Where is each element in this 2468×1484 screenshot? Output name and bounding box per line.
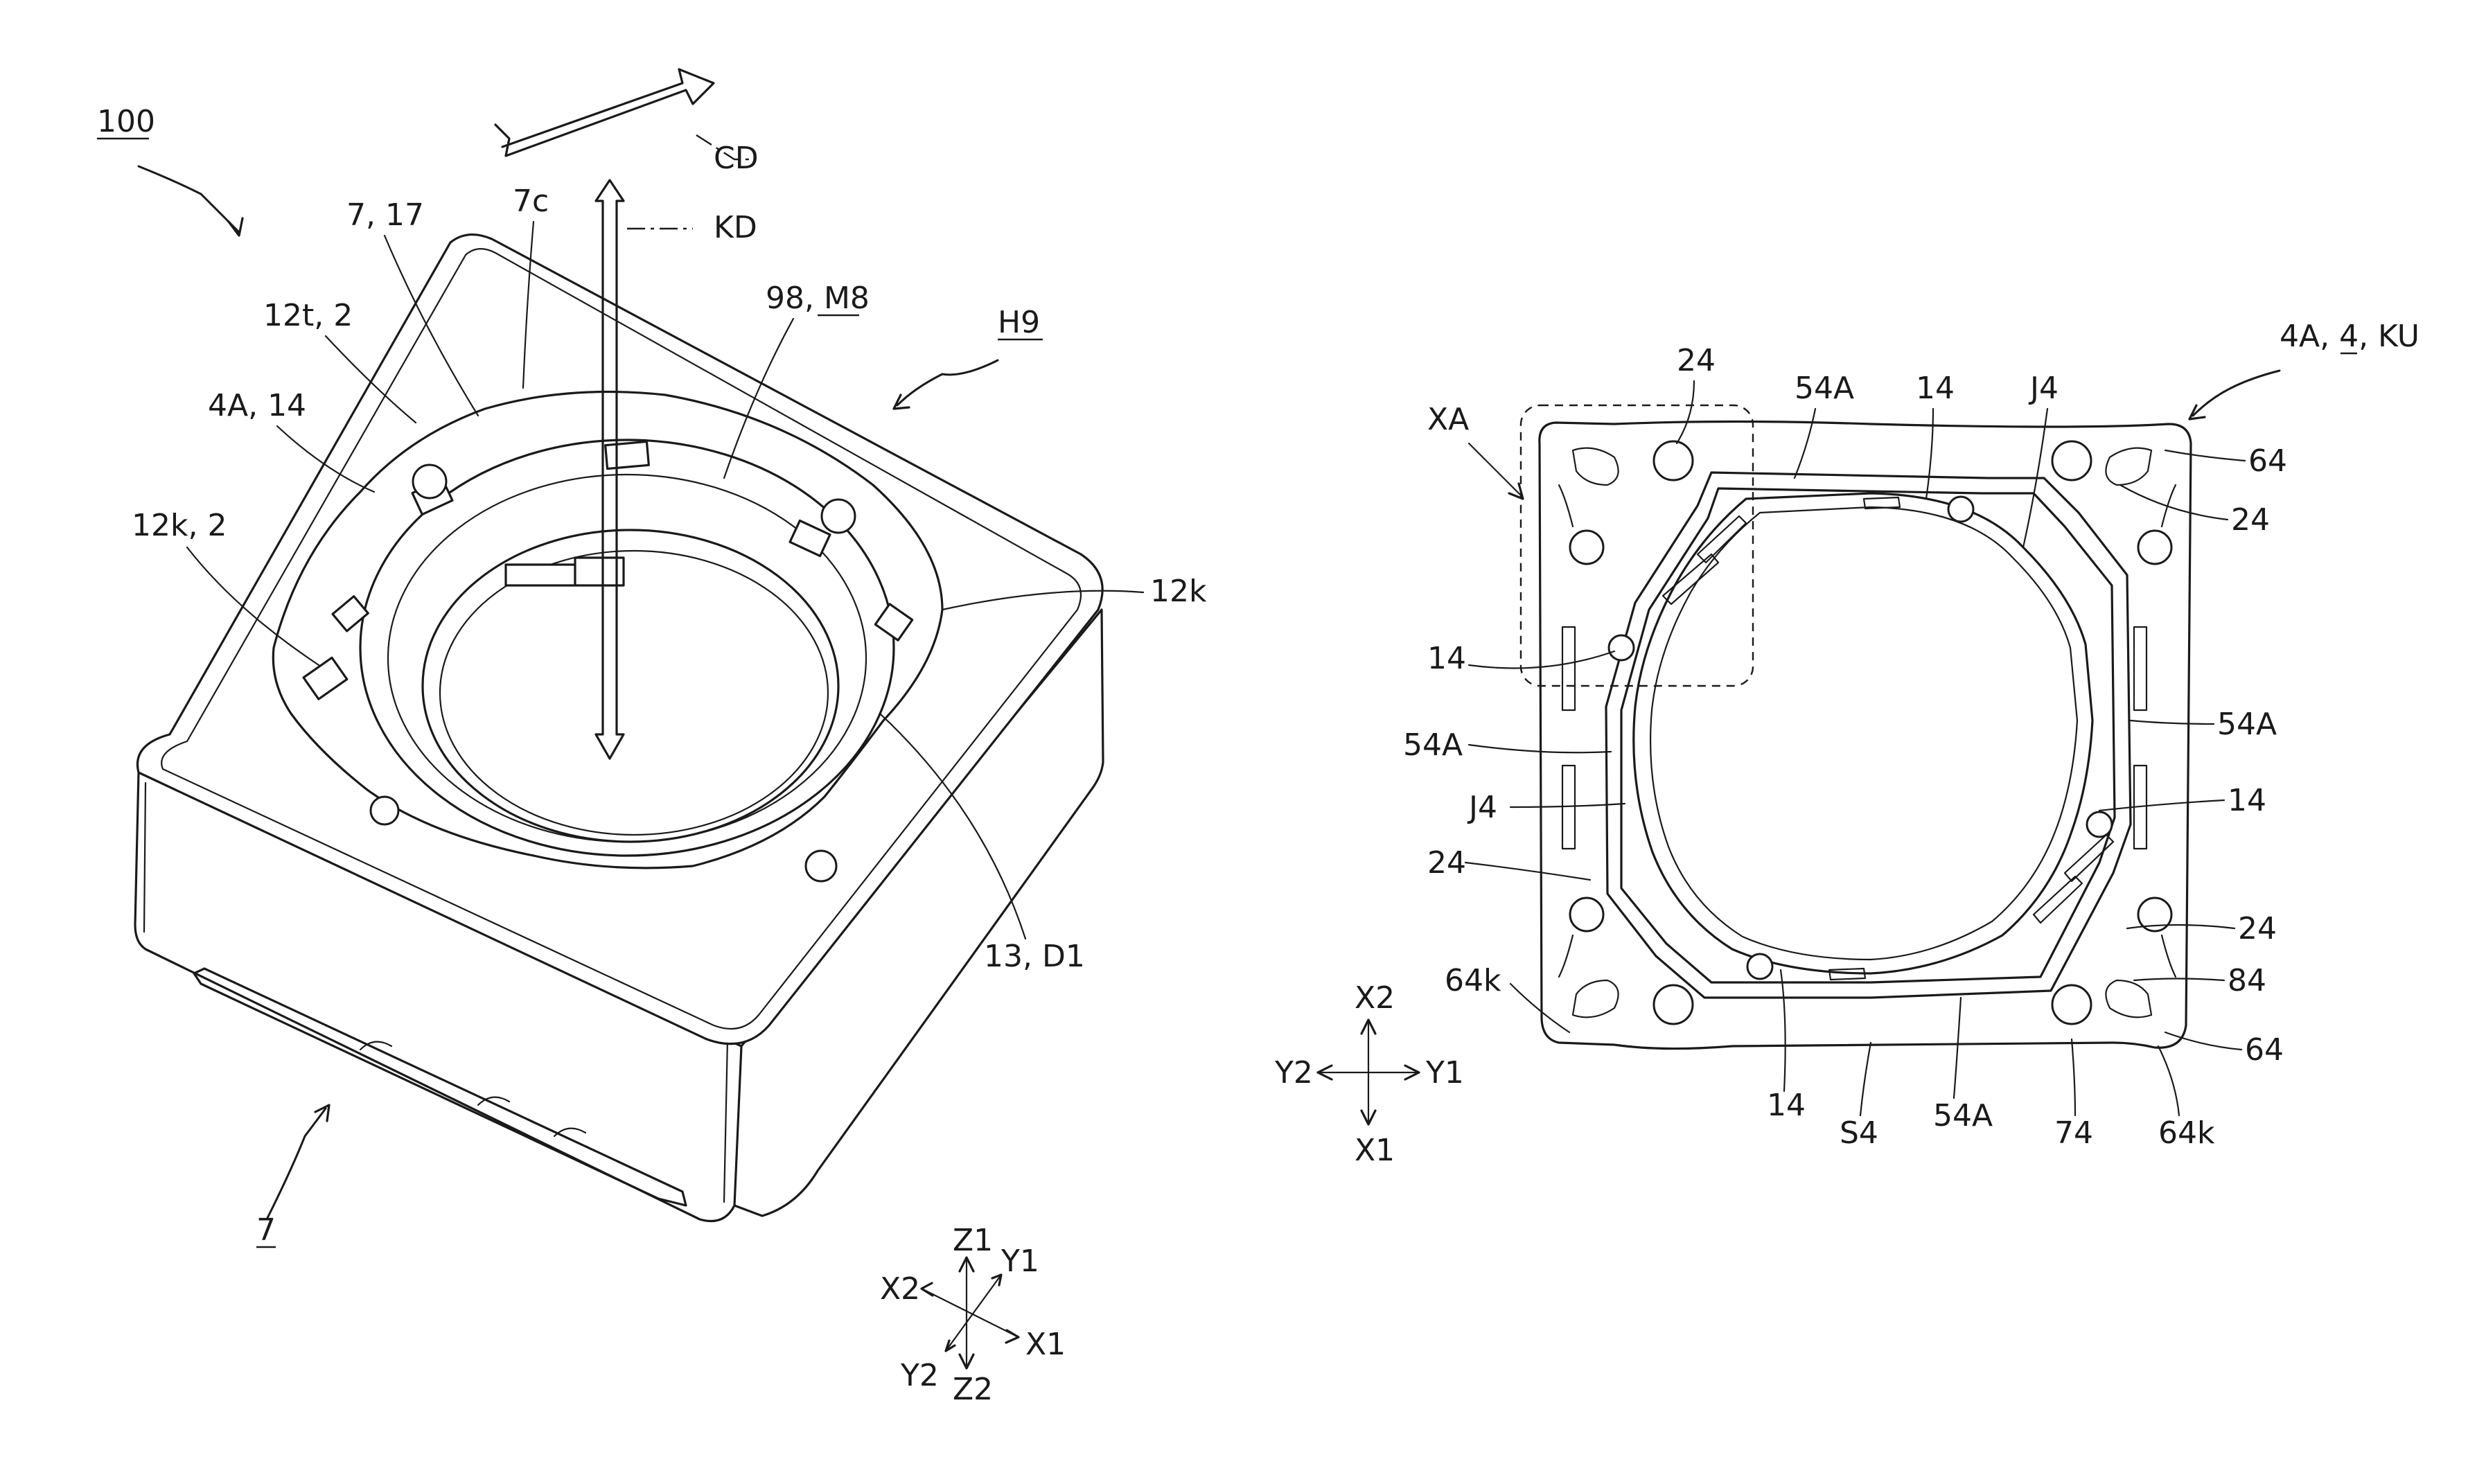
label-h9: H9	[998, 305, 1040, 340]
label-j4-left: J4	[1467, 790, 1497, 825]
label-74: 74	[2054, 1115, 2093, 1151]
label-100: 100	[97, 104, 155, 139]
label-14-top: 14	[1916, 371, 1955, 406]
leader-64k-br	[2158, 1046, 2179, 1115]
right-view-spring-plate	[1521, 405, 2191, 1049]
housing-left-edge	[144, 783, 146, 932]
leader-h9	[897, 360, 998, 405]
leader-4a-4-ku	[2193, 371, 2280, 416]
leader-74	[2072, 1039, 2075, 1115]
cd-arrow	[495, 69, 714, 156]
axis-y1-right: Y1	[1425, 1055, 1464, 1090]
label-84: 84	[2228, 963, 2266, 998]
axis-y2: Y2	[900, 1358, 939, 1393]
label-s4: S4	[1840, 1115, 1878, 1151]
label-24-left: 24	[1427, 845, 1466, 881]
label-54a-right: 54A	[2217, 707, 2277, 742]
housing-front-edge	[724, 1039, 728, 1202]
left-axes: Z1 Y1 X2 X1 Y2 Z2	[880, 1223, 1066, 1407]
leader-7	[267, 1108, 326, 1219]
ring-inner-opening	[1634, 493, 2092, 973]
label-4a-4-ku: 4A, 4, KU	[2280, 319, 2419, 354]
leader-xa	[1469, 443, 1521, 495]
label-54a-bottom: 54A	[1933, 1098, 1993, 1133]
axis-y2-right: Y2	[1274, 1055, 1313, 1090]
label-24-tr: 24	[2231, 502, 2270, 538]
label-24-top: 24	[1677, 343, 1716, 378]
leader-100-arrowhead	[229, 218, 243, 236]
label-14-left: 14	[1427, 641, 1466, 676]
label-4a-14: 4A, 14	[208, 388, 306, 423]
label-13-d1: 13, D1	[984, 939, 1085, 974]
label-7: 7	[256, 1212, 276, 1248]
right-axes: X2 Y2 Y1 X1	[1274, 980, 1464, 1168]
axis-z1: Z1	[953, 1223, 993, 1258]
axis-x2: X2	[880, 1271, 920, 1307]
label-98-m8: 98, M8	[766, 281, 870, 316]
axis-x1-right: X1	[1355, 1133, 1395, 1168]
label-xa: XA	[1427, 402, 1469, 437]
axis-x2-right: X2	[1355, 980, 1395, 1016]
label-7c: 7c	[513, 184, 549, 219]
lens-holder-inner-ring	[423, 530, 838, 842]
label-12t-2: 12t, 2	[263, 298, 353, 333]
label-kd: KD	[714, 210, 757, 245]
label-54a-top: 54A	[1795, 371, 1854, 406]
label-j4-top: J4	[2028, 371, 2059, 406]
label-12k: 12k	[1150, 574, 1207, 609]
label-cd: CD	[714, 141, 759, 176]
leader-s4	[1860, 1043, 1871, 1115]
axis-z2: Z2	[953, 1372, 993, 1407]
axis-y1: Y1	[1001, 1244, 1039, 1279]
label-54a-left: 54A	[1403, 727, 1463, 763]
label-7-17: 7, 17	[346, 197, 424, 233]
left-view-device	[135, 69, 1103, 1221]
axis-x1: X1	[1025, 1327, 1066, 1362]
label-14-right: 14	[2228, 783, 2266, 818]
label-64k-left: 64k	[1445, 963, 1501, 998]
label-24-rb: 24	[2238, 911, 2277, 946]
label-64k-br: 64k	[2158, 1115, 2215, 1151]
label-64-br: 64	[2245, 1032, 2284, 1068]
terminal-strip-7	[194, 969, 686, 1205]
label-12k-2: 12k, 2	[132, 508, 227, 543]
label-14-bottom: 14	[1767, 1088, 1806, 1123]
label-64-tr: 64	[2248, 443, 2287, 479]
leader-100	[139, 166, 239, 232]
